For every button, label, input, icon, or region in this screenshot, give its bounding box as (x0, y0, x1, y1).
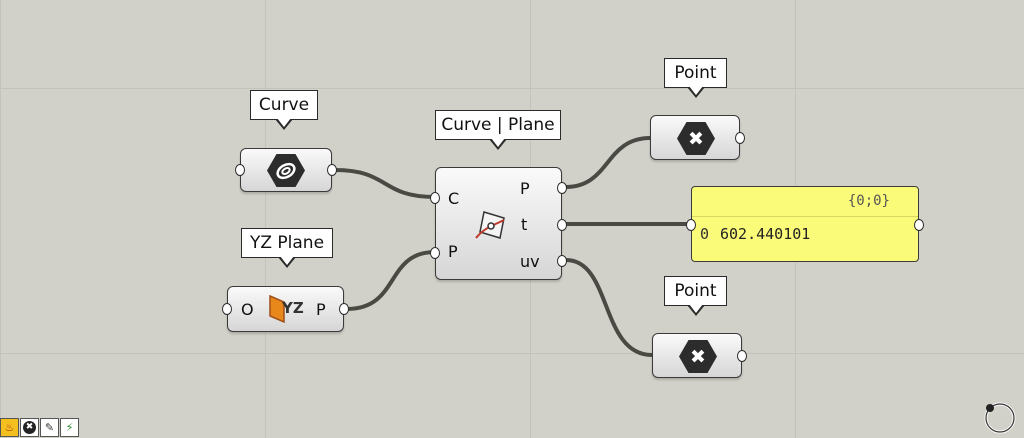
yz-output-label: P (316, 300, 326, 319)
point-x-icon-bottom: ✖ (679, 340, 717, 373)
point-bottom-output-port[interactable] (737, 350, 747, 362)
wire-curve-to-c[interactable] (333, 168, 437, 199)
tag-yz-plane-label: YZ Plane (249, 233, 325, 253)
wire-p-to-point-top[interactable] (564, 136, 652, 189)
tag-point-bottom-label: Point (674, 281, 717, 301)
wire-yz-to-p[interactable] (345, 250, 437, 311)
tag-point-top-label: Point (674, 63, 717, 83)
curve-plane-intersect-icon (475, 211, 505, 239)
point-x-symbol-bottom: ✖ (690, 345, 706, 368)
plug-icon[interactable]: ⚡ (60, 418, 79, 437)
panel-row-index: 0 (700, 225, 710, 243)
pen-icon[interactable]: ✎ (40, 418, 59, 437)
canvas-toolbar: ♨ ✖ ✎ ⚡ (0, 418, 82, 438)
compass-widget-icon[interactable] (982, 400, 1018, 436)
output-t-port[interactable] (557, 219, 567, 231)
point-param-component-top[interactable]: ✖ (650, 115, 745, 160)
tag-curve-plane: Curve | Plane (435, 110, 561, 150)
curve-icon (267, 154, 305, 187)
output-t-label: t (521, 215, 528, 234)
panel-path: {0;0} (847, 193, 890, 209)
input-p-port[interactable] (430, 247, 440, 259)
panel-divider (692, 216, 918, 217)
point-param-component-bottom[interactable]: ✖ (652, 333, 747, 378)
tag-curve-label: Curve (258, 95, 310, 115)
wire-uv-to-point-bottom[interactable] (564, 258, 654, 357)
panel-row-value: 602.440101 (720, 225, 811, 243)
preview-icon[interactable]: ♨ (0, 418, 19, 437)
input-c-label: C (448, 189, 460, 208)
tag-point-top: Point (664, 58, 727, 98)
input-c-port[interactable] (430, 192, 440, 204)
curve-param-component[interactable] (235, 148, 337, 192)
point-x-icon-top: ✖ (677, 122, 715, 155)
tag-curve-plane-label: Curve | Plane (441, 115, 555, 135)
curve-plane-component[interactable]: C P P t uv (430, 167, 567, 280)
x-icon[interactable]: ✖ (20, 418, 39, 437)
curve-param-input-port[interactable] (235, 164, 245, 176)
point-top-output-port[interactable] (735, 132, 745, 144)
yz-output-port[interactable] (339, 303, 349, 315)
curve-param-output-port[interactable] (327, 164, 337, 176)
yz-input-label: O (241, 300, 254, 319)
yz-plane-component[interactable]: O YZ P (222, 286, 349, 332)
output-uv-port[interactable] (557, 255, 567, 267)
yz-icon-text: YZ (282, 299, 304, 317)
tag-yz-plane: YZ Plane (241, 228, 333, 268)
point-x-symbol-top: ✖ (688, 127, 704, 150)
input-p-label: P (448, 242, 458, 261)
tag-curve: Curve (250, 90, 318, 130)
output-p-port[interactable] (557, 182, 567, 194)
output-uv-label: uv (520, 252, 540, 271)
output-p-label: P (520, 179, 530, 198)
output-panel[interactable]: {0;0} 0 602.440101 (686, 186, 924, 262)
tag-point-bottom: Point (664, 276, 727, 316)
yz-input-port[interactable] (222, 303, 232, 315)
panel-output-port[interactable] (914, 219, 924, 231)
panel-input-port[interactable] (686, 219, 696, 231)
yz-plane-icon (269, 294, 285, 324)
